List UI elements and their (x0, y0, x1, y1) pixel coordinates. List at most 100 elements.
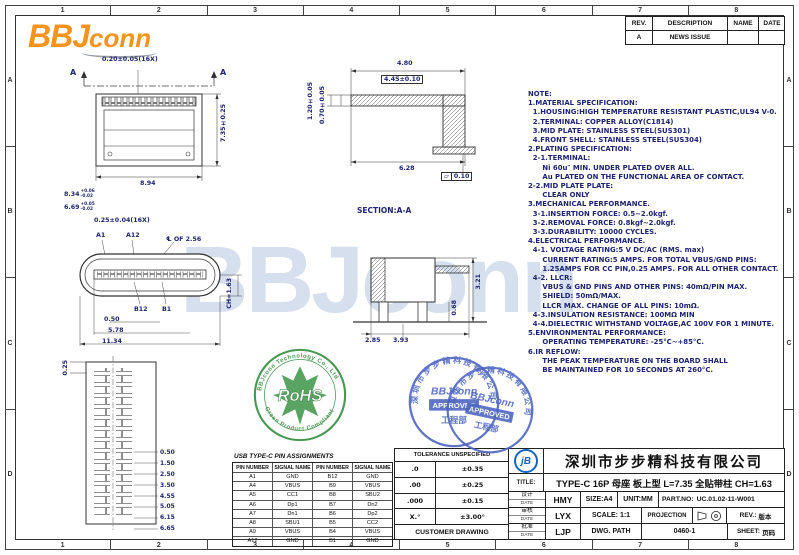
dim-face-b: 5.78 (108, 327, 124, 334)
part-number-label: PART.NO: (662, 496, 694, 503)
pin-number-cell: A9 (249, 529, 256, 536)
tolerance-value-cell: ±0.35 (461, 465, 484, 474)
note-line: 4-2. LLCR: (528, 274, 573, 283)
tolerance-value-cell: ±0.25 (461, 481, 484, 490)
tolerance-row: .000 ±0.15 (395, 493, 509, 510)
tolerance-precision-cell: .00 (395, 477, 436, 493)
footprint-dim-label: 2.50 (160, 470, 175, 478)
signal-name-cell: CC2 (352, 518, 392, 528)
pin-table-row: A8 SBU1 B5 CC2 (233, 517, 392, 528)
signal-name-cell: CC1 (272, 491, 312, 500)
dim-face-a: 0.50 (104, 316, 120, 323)
grid-label: D (5, 408, 15, 541)
pin-number-cell: A8 (249, 520, 256, 527)
approved-dept-text: 工程部 (473, 419, 500, 434)
grid-label: A (7, 76, 13, 84)
title-block-row-design: 设计 DATE HMY SIZE:A4 UNIT:MM PART.NO: UC.… (509, 492, 784, 507)
dim-shell-width: 8.34 +0.06-0.02 (64, 189, 95, 199)
pin-table-header-cell: SIGNAL NAME (272, 463, 312, 472)
pin-table-row: A9 VBUS B4 VBUS (233, 527, 392, 537)
dim-side-height: 3.21 (475, 274, 482, 290)
revision-header-cell: REV. (631, 20, 647, 27)
note-line: NOTE: (528, 90, 552, 98)
pin-number-cell: B1 (312, 537, 352, 546)
tolerance-rows: .0 ±0.35 .00 ±0.25 .000 ±0.15 X.° ±3.00° (395, 462, 509, 525)
pin-number-cell: B4 (312, 528, 352, 537)
approved-label: 批准 (521, 524, 533, 530)
signal-name-cell: GND (352, 537, 392, 546)
note-line: 4.FRONT SHELL: STAINLESS STEEL(SUS304) (528, 136, 702, 145)
section-view-drawing (327, 68, 476, 172)
pin-number-cell: A5 (249, 492, 256, 499)
footprint-dim-label: 1.50 (160, 459, 175, 467)
tolerance-row: X.° ±3.00° (395, 509, 509, 525)
note-line: 2-2.MID PLATE PLATE: (528, 182, 614, 191)
side-view: 3.21 0.68 2.85 3.93 (345, 242, 495, 364)
signal-name-cell: GND (352, 473, 392, 482)
drawing-title: TYPE-C 16P 母座 板上型 L=7.35 全贴带柱 CH=1.63 (556, 478, 772, 489)
revision-data-cell: A (636, 34, 642, 41)
approved-signature-cell: 批准 DATE (509, 524, 546, 539)
designer-name: HMY (546, 492, 581, 507)
grid-label: 2 (110, 540, 206, 550)
pin-label-b1: B1 (162, 306, 172, 313)
checked-signature-cell: 审核 DATE (509, 508, 546, 523)
flatness-callout: ▱ 0.10 (441, 172, 473, 181)
pin-table-row: A12 GND B1 GND (233, 536, 392, 546)
pin-number-cell: B8 (312, 491, 352, 500)
signal-name-cell: VBUS (352, 482, 392, 491)
flatness-symbol-icon: ▱ (444, 173, 449, 180)
dim-shell-width-tolerance: +0.06-0.02 (81, 189, 95, 199)
grid-label: 1 (60, 541, 65, 549)
pin-number-cell: B9 (312, 482, 352, 491)
projection-label: PROJECTION (642, 508, 693, 523)
signal-name-cell: VBUS (272, 528, 312, 537)
signal-name-cell: VBUS (272, 482, 312, 491)
tolerance-precision-cell: .0 (395, 462, 436, 477)
note-line: 3-2.REMOVAL FORCE: 0.8kgf~2.0kgf. (528, 218, 676, 227)
scale: SCALE: 1:1 (581, 508, 642, 523)
flatness-value: 0.10 (450, 173, 472, 180)
approved-label-text: APPROVED (432, 401, 476, 410)
signal-name-cell: Dp1 (272, 500, 312, 509)
signal-name-cell: Dn1 (272, 509, 312, 518)
note-line: CURRENT RATING:5 AMPS. FOR TOTAL VBUS/GN… (528, 255, 757, 264)
note-line: BE MAINTAINED FOR 10 SECONDS AT 260°C. (528, 366, 714, 375)
title-block-company-row: jB 深圳市步步精科技有限公司 (509, 449, 784, 474)
logo-text-bbj: BBJ (28, 18, 90, 54)
dim-depth: 6.28 (399, 165, 415, 172)
approver-name: LJP (546, 524, 581, 539)
grid-label: 7 (591, 5, 688, 15)
maple-leaf-icon (273, 366, 327, 425)
sheet-size: SIZE:A4 (581, 492, 618, 507)
dim-footprint-top: 0.25 (62, 360, 69, 376)
company-mark-icon: jB (514, 449, 538, 473)
company-logo: BBJconn (28, 18, 156, 58)
face-view-drawing (79, 239, 242, 346)
dim-side-l2: 3.93 (393, 337, 409, 344)
signal-name-cell: GND (272, 473, 312, 482)
company-name: 深圳市步步精科技有限公司 (565, 454, 763, 471)
grid-label: 6 (495, 540, 591, 550)
pin-number-cell: B6 (312, 509, 352, 518)
revision-data-cell: NEWS ISSUE (652, 31, 727, 44)
tolerance-value-cell: ±0.15 (461, 496, 484, 505)
tolerance-precision-cell: X.° (395, 509, 436, 524)
grid-label: 7 (591, 540, 688, 550)
dim-side-l1: 2.85 (365, 337, 381, 344)
note-line: 1.MATERIAL SPECIFICATION: (528, 99, 638, 108)
face-view: 8.34 +0.06-0.02 6.69 +0.05-0.02 0.25±0.0… (50, 189, 255, 358)
signal-name-cell: SBU2 (352, 491, 392, 500)
dwg-number: 0460-1 (642, 524, 728, 539)
note-line: 2.TERMINAL: COPPER ALLOY(C1814) (528, 117, 674, 126)
pin-number-cell: A12 (247, 538, 258, 545)
date-label: DATE (509, 531, 545, 539)
note-line: SHIELD: 50mΩ/MAX. (528, 292, 621, 301)
grid-label: 5 (399, 5, 495, 15)
note-line: LLCR MAX. CHANGE OF ALL PINS: 10mΩ. (528, 301, 700, 310)
